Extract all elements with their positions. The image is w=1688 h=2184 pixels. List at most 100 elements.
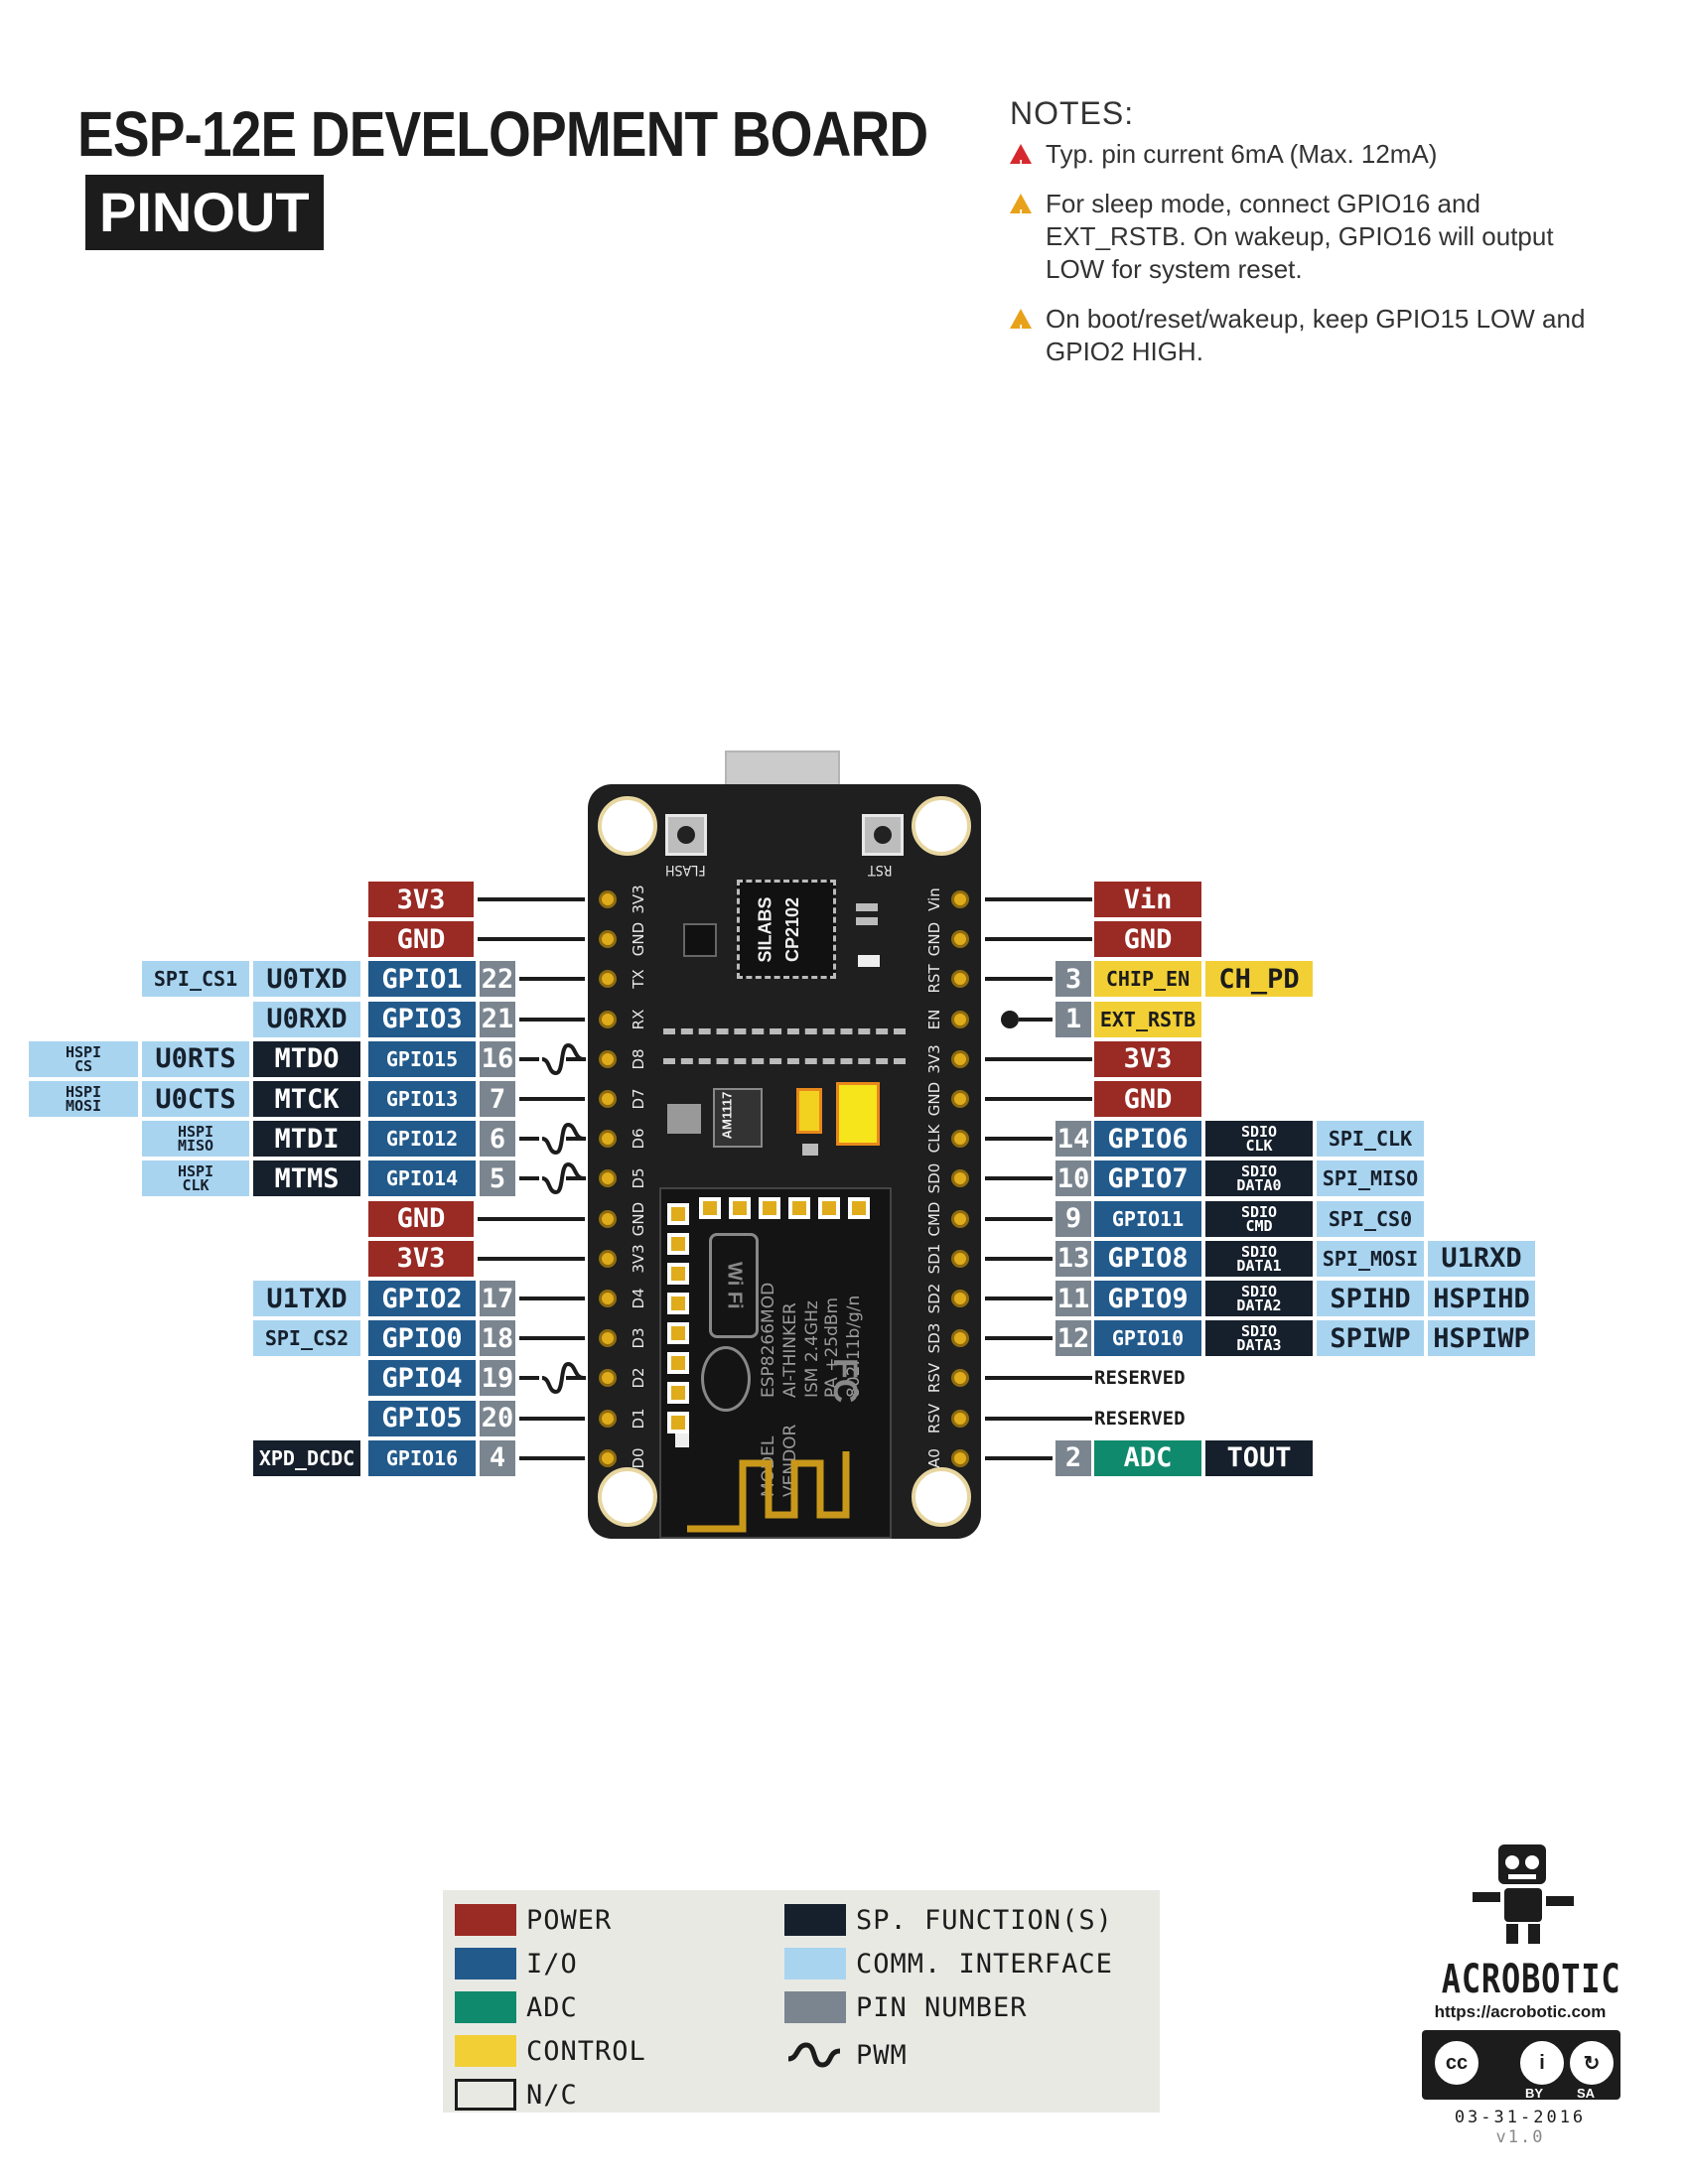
pin-label-reserved: RESERVED (1094, 1367, 1186, 1390)
module-pad (729, 1197, 751, 1219)
robot-logo (1473, 1844, 1574, 1944)
brand-url[interactable]: https://acrobotic.com (1434, 2002, 1607, 2021)
pin-label-9: 9 (1055, 1200, 1091, 1237)
module-marker (675, 1433, 689, 1447)
silkscreen-label: RSV (925, 1403, 943, 1433)
module-pad (667, 1382, 689, 1404)
pin-connector (478, 1256, 585, 1261)
smd-component (856, 903, 878, 911)
silkscreen-label: SD3 (925, 1322, 943, 1354)
pin-label-spi-cs2: SPI_CS2 (253, 1320, 360, 1357)
pin-connector (519, 1455, 585, 1460)
pin-label-gpio16: GPIO16 (368, 1439, 476, 1476)
pin-label-gnd: GND (368, 1200, 474, 1237)
note-text: For sleep mode, connect GPIO16 and EXT_R… (1046, 189, 1554, 284)
smd-component (858, 955, 880, 967)
silkscreen-label: GND (925, 1081, 943, 1117)
module-pad (667, 1293, 689, 1314)
header-pin (951, 1130, 969, 1149)
regulator-label: AM1117 (719, 1091, 735, 1140)
pin-connector (519, 1056, 539, 1061)
silkscreen-label: SD1 (925, 1243, 943, 1275)
note-text: On boot/reset/wakeup, keep GPIO15 LOW an… (1046, 304, 1586, 366)
pin-connector (985, 1216, 1053, 1221)
reset-button[interactable] (862, 814, 904, 856)
header-pin (951, 1448, 969, 1467)
pin-label-22: 22 (480, 961, 515, 998)
pin-connector (566, 1056, 586, 1061)
pin-label-gpio15: GPIO15 (368, 1040, 476, 1077)
pin-label-gpio2: GPIO2 (368, 1281, 476, 1316)
pin-connector (985, 1376, 1092, 1381)
pin-label-mtms: MTMS (253, 1160, 360, 1197)
mount-hole (598, 1467, 657, 1527)
legend-swatch (784, 1948, 846, 1979)
pwm-icon (541, 1042, 585, 1075)
pin-label-tout: TOUT (1205, 1439, 1313, 1476)
version: v1.0 (1495, 2127, 1545, 2147)
pin-label-gpio13: GPIO13 (368, 1081, 476, 1117)
pin-connector (566, 1376, 586, 1381)
pin-label-u0rxd: U0RXD (253, 1001, 360, 1037)
header-pin (599, 1090, 617, 1108)
silkscreen-label: 3V3 (630, 885, 647, 914)
connection-dot (1001, 1010, 1019, 1028)
header-pin (599, 1049, 617, 1068)
module-pad (667, 1412, 689, 1433)
page-subtitle: PINOUT (85, 175, 324, 250)
note-item: ! For sleep mode, connect GPIO16 and EXT… (1010, 188, 1606, 286)
mount-hole (912, 1467, 971, 1527)
sa-label: SA (1577, 2086, 1596, 2101)
silkscreen-label: D5 (630, 1167, 647, 1189)
pin-connector (519, 1176, 539, 1181)
sa-icon: ↻ (1567, 2038, 1617, 2088)
legend-item-pwm: PWM (784, 2039, 908, 2071)
pin-label-3: 3 (1055, 961, 1091, 998)
pin-label-17: 17 (480, 1281, 515, 1316)
header-pin (599, 1369, 617, 1388)
header-pin (951, 1209, 969, 1228)
pin-connector (519, 1297, 585, 1300)
page-title: ESP-12E DEVELOPMENT BOARD (77, 98, 928, 170)
pin-label-gpio5: GPIO5 (368, 1400, 476, 1436)
header-pin (599, 890, 617, 908)
legend-label: ADC (526, 1991, 578, 2023)
capacitor (796, 1088, 822, 1134)
module-text: ESP8266MOD (759, 1282, 778, 1398)
pwm-icon (541, 1362, 585, 1395)
pin-label-gpio14: GPIO14 (368, 1160, 476, 1197)
header-pin (951, 1049, 969, 1068)
pin-label-gpio8: GPIO8 (1094, 1240, 1201, 1277)
pin-label-gpio1: GPIO1 (368, 961, 476, 998)
silkscreen-label: A0 (925, 1447, 943, 1468)
espressif-logo (701, 1346, 751, 1412)
legend-item-pin-number: PIN NUMBER (784, 1991, 1028, 2023)
module-pad (667, 1233, 689, 1255)
pin-label-1: 1 (1055, 1001, 1091, 1037)
pin-connector (985, 937, 1092, 942)
regulator (713, 1088, 763, 1148)
pin-label-14: 14 (1055, 1121, 1091, 1158)
header-pin (951, 1409, 969, 1428)
silkscreen-label: Vin (925, 887, 943, 911)
pin-label-18: 18 (480, 1320, 515, 1357)
pin-label-20: 20 (480, 1400, 515, 1436)
smd-component (802, 1144, 818, 1156)
silkscreen-label: CMD (925, 1201, 943, 1237)
silkscreen-label: D0 (630, 1447, 647, 1469)
notes-panel: NOTES: ! Typ. pin current 6mA (Max. 12mA… (1010, 97, 1606, 385)
pin-label-u0cts: U0CTS (142, 1081, 249, 1117)
silkscreen-label: GND (925, 921, 943, 957)
header-pin (599, 1209, 617, 1228)
header-pin (599, 1409, 617, 1428)
header-pin (599, 1169, 617, 1188)
flash-button[interactable] (665, 814, 707, 856)
pwm-icon (787, 2042, 841, 2068)
pwm-icon (541, 1123, 585, 1156)
